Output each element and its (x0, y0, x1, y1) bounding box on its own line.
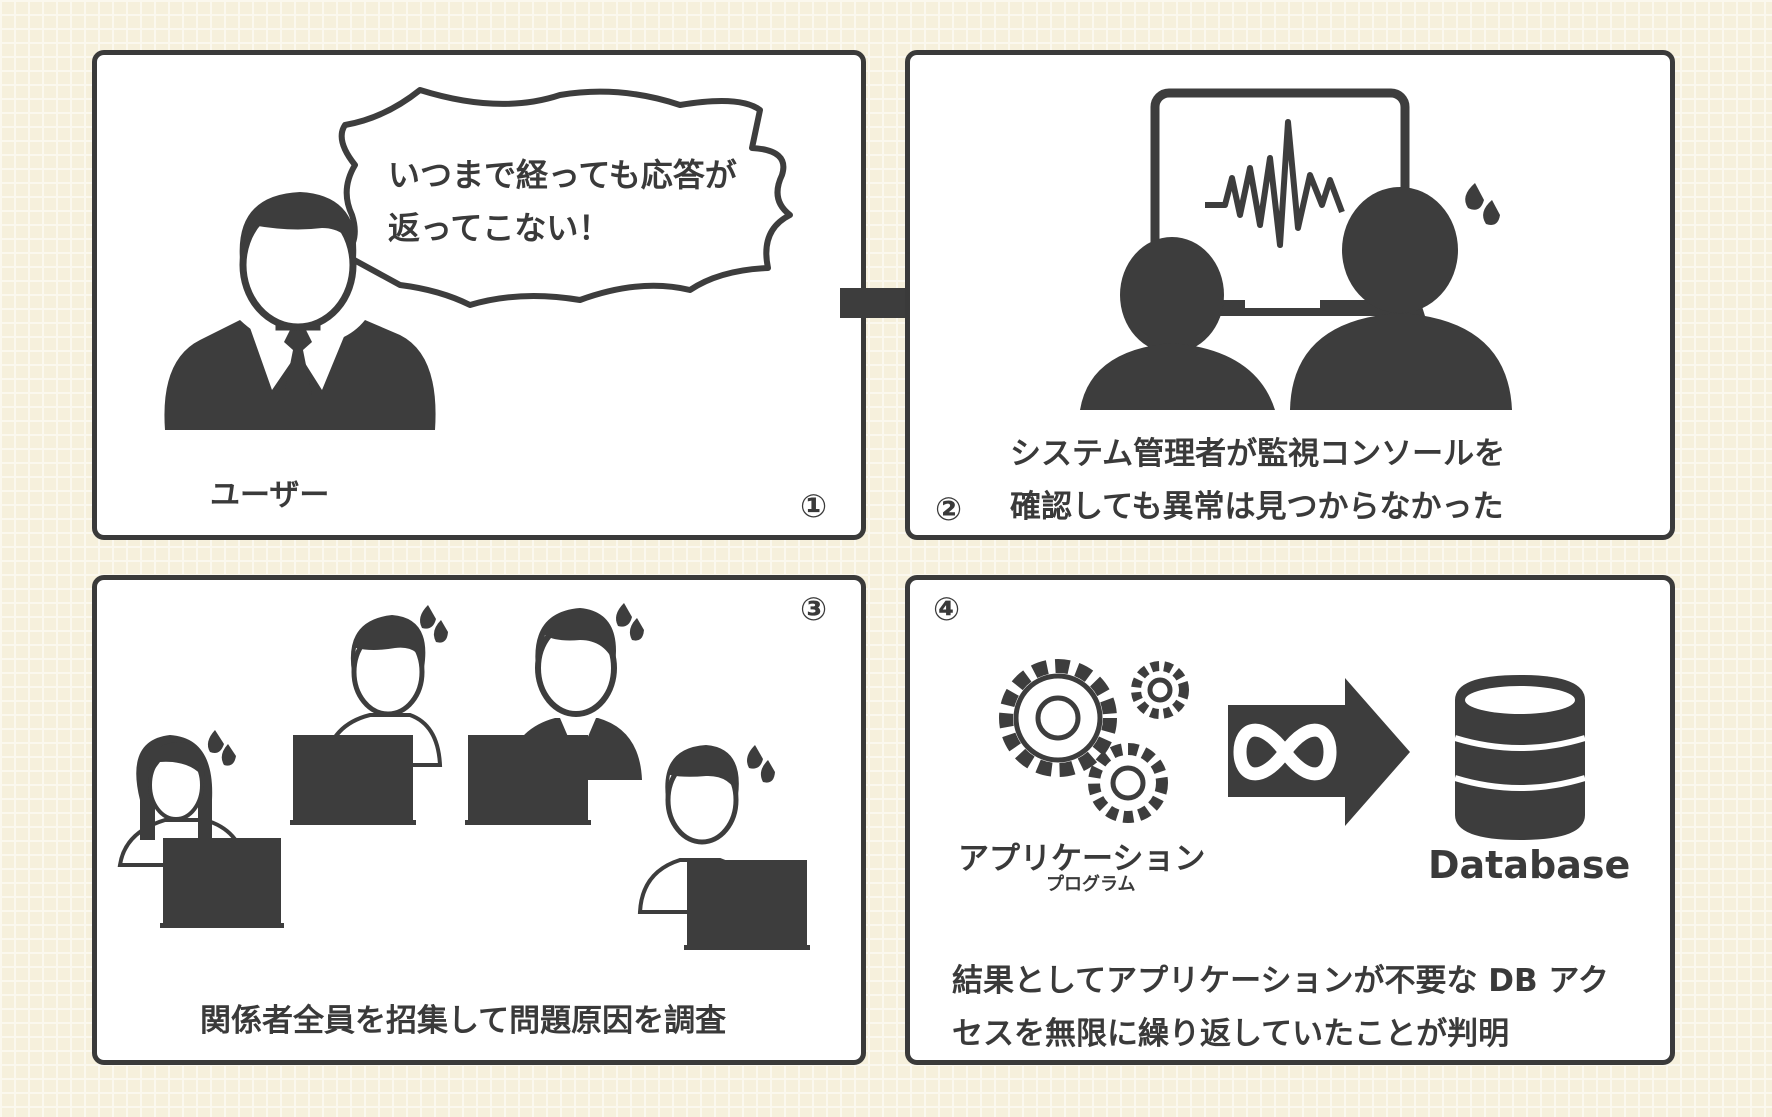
user-label: ユーザー (210, 478, 330, 513)
panel-2-caption-line-2: 確認しても異常は見つからなかった (1010, 489, 1504, 525)
panel-1-number: ① (800, 487, 828, 525)
speech-text-line-1: いつまで経っても応答が (388, 156, 737, 194)
panel-4-number: ④ (933, 590, 961, 628)
app-sub-label: プログラム (1046, 874, 1136, 895)
panel-3-caption: 関係者全員を招集して問題原因を調査 (200, 1003, 727, 1039)
speech-text-line-2: 返ってこない！ (388, 209, 611, 247)
panel-4-caption-line-2: セスを無限に繰り返していたことが判明 (952, 1016, 1510, 1052)
db-label: Database (1428, 843, 1631, 887)
app-label: アプリケーション (958, 841, 1206, 877)
panel-2-number: ② (935, 490, 963, 528)
panel-3 (92, 575, 866, 1065)
panel-3-number: ③ (800, 590, 828, 628)
panel-4-caption-line-1: 結果としてアプリケーションが不要な DB アク (952, 963, 1609, 999)
panel-2-caption-line-1: システム管理者が監視コンソールを (1010, 436, 1506, 472)
